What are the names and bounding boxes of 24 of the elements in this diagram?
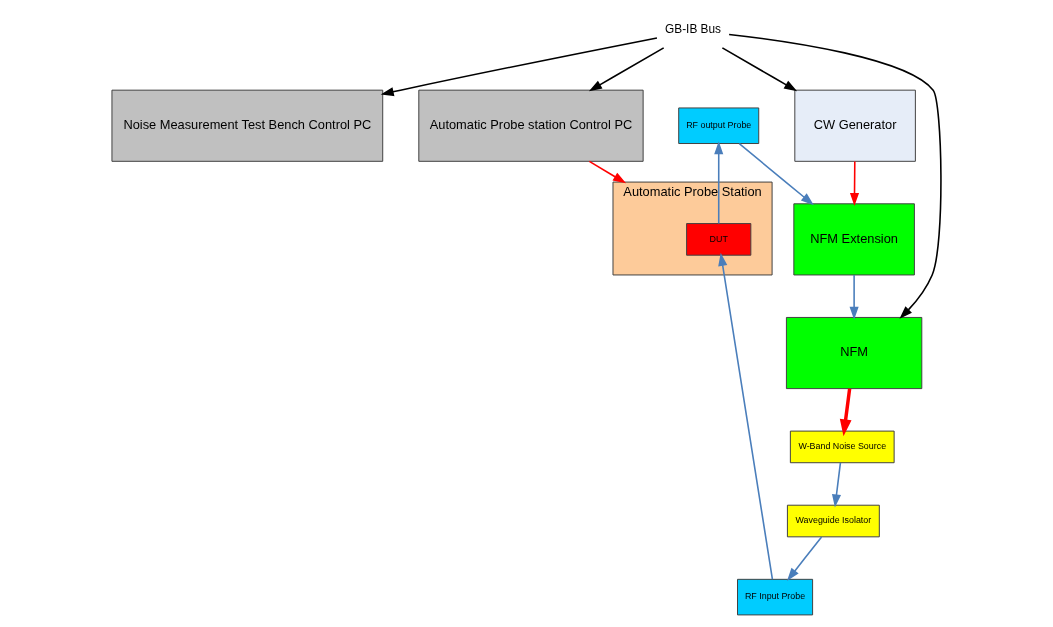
- arrow: [738, 142, 814, 206]
- node-box: RF output Probe: [678, 107, 760, 144]
- arrow: [718, 252, 774, 580]
- arrow: [380, 37, 658, 97]
- node-box: CW Generator: [794, 89, 916, 162]
- node-box: Waveguide Isolator: [786, 504, 880, 538]
- arrow: [714, 141, 724, 225]
- arrow: [849, 274, 859, 320]
- arrow: [728, 33, 942, 319]
- node-box: NFM: [785, 316, 923, 390]
- arrow: [588, 47, 665, 92]
- node-text: GB-IB Bus: [665, 21, 722, 36]
- arrow: [849, 160, 860, 207]
- node-box: Automatic Probe station Control PC: [418, 89, 644, 162]
- arrow: [831, 462, 842, 508]
- arrow: [588, 160, 627, 184]
- arrow: [839, 388, 852, 437]
- node-box: Noise Measurement Test Bench Control PC: [111, 89, 384, 162]
- arrow: [721, 47, 798, 92]
- node-box: NFM Extension: [793, 203, 915, 276]
- node-box: DUT: [686, 223, 752, 256]
- arrow: [787, 536, 823, 581]
- node-box: RF Input Probe: [737, 578, 814, 616]
- node-box: W-Band Noise Source: [789, 430, 895, 464]
